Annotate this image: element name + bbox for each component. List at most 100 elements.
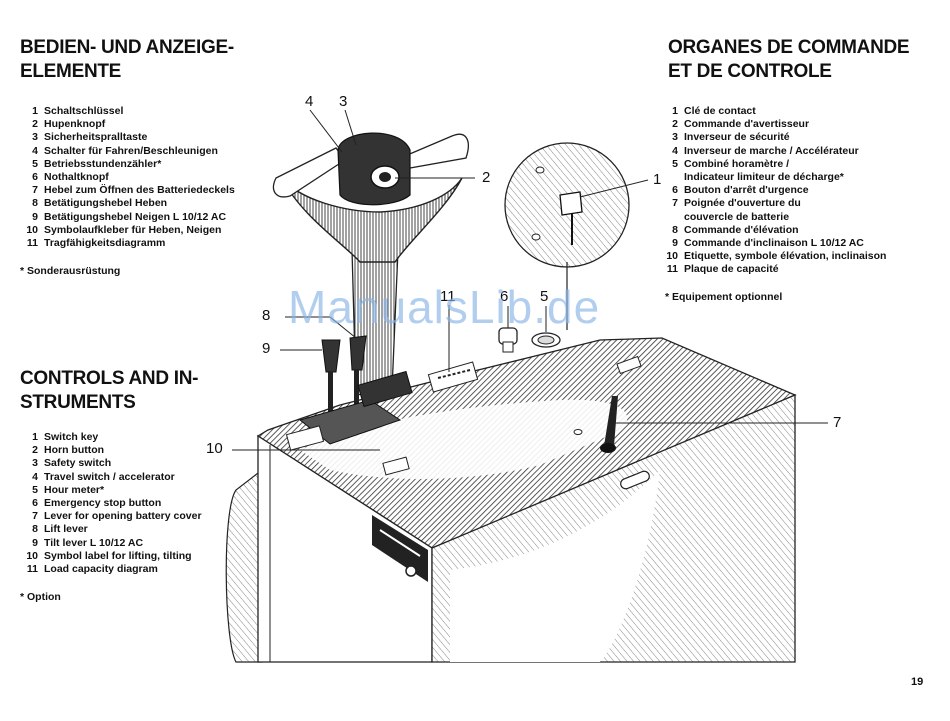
de-item-text: Nothaltknopf: [44, 171, 109, 184]
en-item-number: 2: [32, 444, 38, 457]
fr-item: 4 Inverseur de marche / Accélérateur: [660, 145, 886, 158]
fr-item-number: 7: [672, 197, 678, 210]
de-footnote: * Sonderausrüstung: [20, 265, 121, 277]
fr-item-text: Bouton d'arrêt d'urgence: [684, 184, 809, 197]
fr-item-number: 10: [666, 250, 678, 263]
de-item-text: Betätigungshebel Neigen L 10/12 AC: [44, 210, 227, 223]
fr-item-number: 11: [666, 263, 678, 276]
en-item-text: Lift lever: [44, 523, 88, 536]
fr-item-number: 9: [672, 237, 678, 250]
fr-item-text: Inverseur de marche / Accélérateur: [684, 144, 859, 157]
de-item-text: Symbolaufkleber für Heben, Neigen: [44, 223, 222, 236]
en-item-number: 9: [32, 536, 38, 549]
fr-item-text: Combiné horamètre /: [684, 157, 790, 170]
fr-item-text: Commande d'élévation: [684, 223, 799, 236]
en-item-number: 3: [32, 457, 38, 470]
de-item-number: 10: [26, 223, 38, 236]
en-item-text: Hour meter*: [44, 483, 105, 496]
fr-item-number: 5: [672, 157, 678, 170]
en-item: 3 Safety switch: [20, 457, 202, 470]
fr-item-number: 2: [672, 118, 678, 131]
fr-item-text: Clé de contact: [684, 105, 756, 117]
callout-9: 9: [262, 340, 271, 357]
fr-item: Indicateur limiteur de décharge*: [660, 171, 886, 184]
callout-7: 7: [833, 414, 842, 431]
en-item-text: Travel switch / accelerator: [44, 470, 175, 483]
fr-item: 2 Commande d'avertisseur: [660, 118, 886, 131]
fr-item: 7 Poignée d'ouverture du: [660, 197, 886, 210]
fr-item-number: 6: [672, 184, 678, 197]
fr-item-text: Etiquette, symbole élévation, inclinaiso…: [684, 250, 887, 263]
en-item-number: 7: [32, 510, 38, 523]
de-item: 6 Nothaltknopf: [20, 171, 235, 184]
de-item-number: 9: [32, 210, 38, 223]
fr-heading-line-1: ORGANES DE COMMANDE: [668, 37, 910, 58]
fr-item-text: Indicateur limiteur de décharge*: [684, 171, 844, 184]
en-item-text: Tilt lever L 10/12 AC: [44, 536, 144, 549]
en-heading: CONTROLS AND IN- STRUMENTS: [20, 367, 198, 415]
en-item-text: Switch key: [44, 431, 99, 443]
fr-item: 10 Etiquette, symbole élévation, inclinai…: [660, 250, 886, 263]
de-item-number: 8: [32, 197, 38, 210]
en-footnote: * Option: [20, 591, 61, 603]
fr-heading: ORGANES DE COMMANDE ET DE CONTROLE: [668, 36, 910, 84]
en-item-number: 5: [32, 483, 38, 496]
fr-item: 6 Bouton d'arrêt d'urgence: [660, 184, 886, 197]
en-heading-line-2: STRUMENTS: [20, 392, 136, 413]
en-item-text: Load capacity diagram: [44, 563, 158, 576]
fr-item-text: Inverseur de sécurité: [684, 131, 790, 144]
en-heading-line-1: CONTROLS AND IN-: [20, 368, 199, 389]
callout-4: 4: [305, 93, 314, 110]
fr-footnote: * Equipement optionnel: [665, 291, 783, 303]
de-item-number: 6: [32, 171, 38, 184]
fr-item-text: Commande d'avertisseur: [684, 118, 810, 131]
en-item-number: 4: [32, 470, 38, 483]
de-item-text: Hebel zum Öffnen des Batteriedeckels: [44, 184, 235, 197]
de-item-text: Schaltschlüssel: [44, 105, 124, 117]
de-item: 7 Hebel zum Öffnen des Batteriedeckels: [20, 184, 235, 197]
de-item: 3 Sicherheitspralltaste: [20, 131, 235, 144]
de-item-number: 7: [32, 184, 38, 197]
de-item-text: Sicherheitspralltaste: [44, 131, 148, 144]
fr-item-number: 4: [672, 144, 678, 157]
en-item-number: 11: [26, 563, 38, 576]
side-panel: [225, 468, 263, 663]
en-item-text: Lever for opening battery cover: [44, 510, 202, 523]
en-item: 9 Tilt lever L 10/12 AC: [20, 537, 202, 550]
callout-8: 8: [262, 307, 271, 324]
en-item-number: 10: [26, 549, 38, 562]
callout-10: 10: [206, 440, 223, 457]
en-item: 11 Load capacity diagram: [20, 563, 202, 576]
fr-item-text: Poignée d'ouverture du: [684, 197, 801, 210]
de-item: 9 Betätigungshebel Neigen L 10/12 AC: [20, 211, 235, 224]
en-item-text: Safety switch: [44, 457, 112, 470]
en-item-number: 1: [32, 431, 38, 443]
de-item: 10 Symbolaufkleber für Heben, Neigen: [20, 224, 235, 237]
de-item-number: 4: [32, 144, 38, 157]
de-heading: BEDIEN- UND ANZEIGE- ELEMENTE: [20, 36, 234, 84]
en-item-text: Symbol label for lifting, tilting: [44, 549, 192, 562]
fr-item-number: 8: [672, 223, 678, 236]
fr-item: couvercle de batterie: [660, 211, 886, 224]
fr-heading-line-2: ET DE CONTROLE: [668, 61, 832, 82]
page-number: 19: [911, 676, 924, 688]
fr-item-number: 3: [672, 131, 678, 144]
en-item: 7 Lever for opening battery cover: [20, 510, 202, 523]
en-item: 4 Travel switch / accelerator: [20, 471, 202, 484]
callout-5: 5: [540, 288, 549, 305]
en-item: 5 Hour meter*: [20, 484, 202, 497]
de-item-number: 3: [32, 131, 38, 144]
fr-item: 8 Commande d'élévation: [660, 224, 886, 237]
